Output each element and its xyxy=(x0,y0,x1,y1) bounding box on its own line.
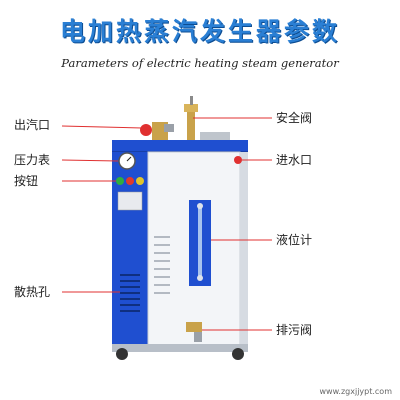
button-panel-icon xyxy=(116,177,144,185)
label-vent-holes: 散热孔 xyxy=(14,285,51,299)
vent-holes-icon xyxy=(120,274,140,312)
top-lid xyxy=(112,140,248,152)
wheel-icon xyxy=(116,348,244,360)
drain-valve-icon xyxy=(186,322,202,342)
steam-outlet-icon xyxy=(140,122,174,140)
page-title: 电加热蒸汽发生器参数 xyxy=(59,17,340,46)
water-inlet-icon xyxy=(234,156,242,164)
label-safety-valve: 安全阀 xyxy=(276,111,313,125)
watermark: www.zgxjjypt.com xyxy=(319,387,392,396)
leader-lines xyxy=(61,117,272,331)
label-button: 按钮 xyxy=(14,174,39,188)
label-steam-outlet: 出汽口 xyxy=(14,118,51,132)
safety-valve-icon xyxy=(184,96,198,140)
page-subtitle: Parameters of electric heating steam gen… xyxy=(61,56,339,70)
label-pressure-gauge: 压力表 xyxy=(14,153,51,167)
pressure-gauge-icon xyxy=(118,152,136,170)
nameplate xyxy=(117,191,143,211)
label-water-inlet: 进水口 xyxy=(276,153,313,167)
label-drain-valve: 排污阀 xyxy=(276,323,313,337)
base-plate xyxy=(112,344,248,352)
label-level-gauge: 液位计 xyxy=(276,233,313,247)
